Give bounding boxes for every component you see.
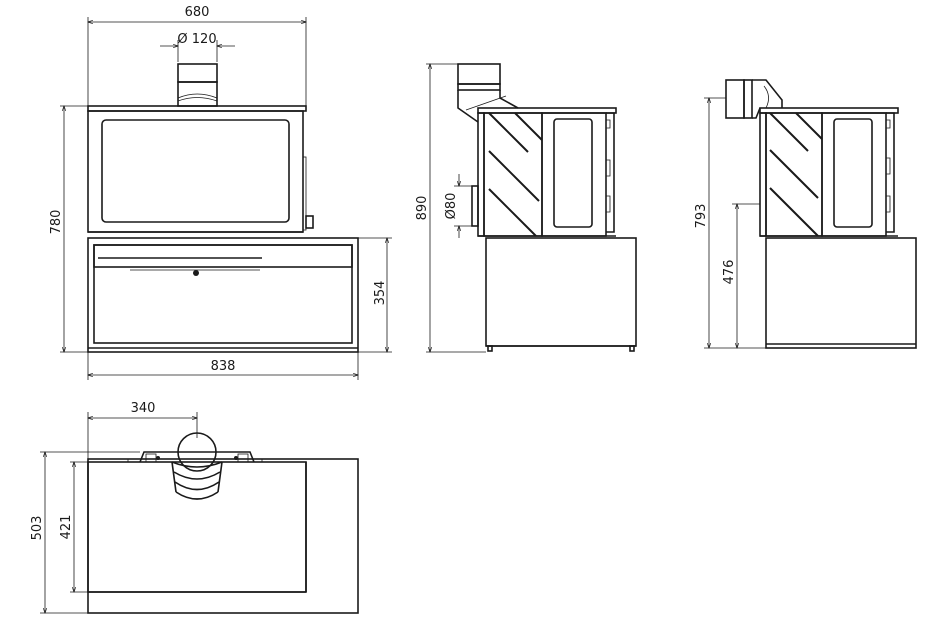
flue-offset-label: 340 [131,401,156,416]
top-view: 340 [30,401,359,614]
front-view: 680 Ø 120 [49,5,392,380]
top-depth-label: 503 [30,516,45,541]
air-inlet-dimension: Ø80 [444,174,472,238]
side-height-label: 890 [415,196,430,221]
side-base-cabinet [485,237,637,352]
top-depth-dimension: 503 [30,452,140,613]
front-height-label: 780 [49,210,64,235]
rear-side-view: 793 476 [694,79,917,349]
base-height-label: 354 [373,281,388,306]
rear-height-dimension: 793 [694,98,766,348]
base-width-label: 838 [211,359,236,374]
front-height-dimension: 780 [49,106,88,352]
rear-height-label: 793 [694,204,709,229]
side-view: 890 Ø80 [415,63,637,352]
base-cabinet-front [87,237,359,353]
flue-offset-dimension: 340 [88,401,197,460]
flue-pipe [177,63,218,107]
stove-body-front [87,105,314,233]
base-width-dimension: 838 [88,352,358,380]
front-width-label: 680 [185,5,210,20]
front-width-dimension: 680 [88,5,306,106]
rear-flue-outlet [725,79,783,119]
flue-diameter-dimension: Ø 120 [160,32,235,62]
base-height-dimension: 354 [358,238,392,352]
top-stove-body [87,458,359,614]
side-stove-body [477,107,617,237]
rear-base-cabinet [765,237,917,349]
side-flue-elbow [457,63,519,123]
body-depth-label: 421 [59,515,74,540]
top-flue-collar [171,432,223,500]
air-inlet-label: Ø80 [444,193,459,220]
outlet-height-dimension: 476 [722,204,760,348]
rear-stove-body [759,107,899,237]
side-height-dimension: 890 [415,64,486,352]
flue-flange [139,451,255,463]
outlet-height-label: 476 [722,260,737,285]
body-depth-dimension: 421 [59,462,88,592]
side-air-inlet [471,185,479,227]
flue-diameter-label: Ø 120 [177,32,216,47]
